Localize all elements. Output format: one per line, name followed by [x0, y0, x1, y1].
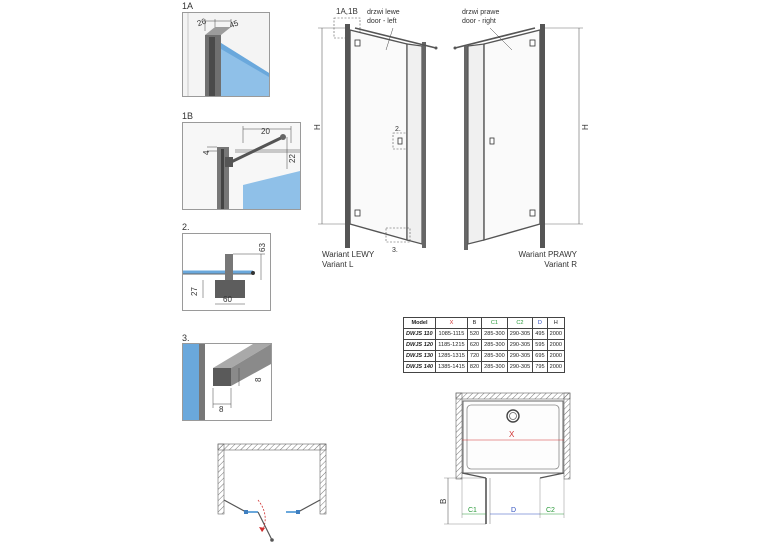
dim-45: 45 [228, 18, 240, 30]
detail-2: 63 27 60 [182, 233, 271, 311]
col-b: B [466, 317, 483, 329]
dim-d: D [511, 507, 516, 514]
detail-1a: 26 45 [182, 12, 270, 97]
detail-1b: 20 4 22 [182, 122, 301, 210]
col-model: Model [402, 317, 437, 329]
table-row: DWJS 120 1185-1215 620 285-300 290-305 5… [402, 339, 566, 351]
detail-2-drawing: 63 27 60 [183, 234, 270, 310]
table-row: DWJS 140 1385-1415 820 285-300 290-305 7… [402, 361, 566, 373]
callout-2: 2. [395, 126, 401, 133]
detail-1b-label: 1B [182, 111, 194, 121]
dim-63: 63 [258, 243, 267, 252]
col-h: H [546, 317, 566, 329]
table-row: DWJS 110 1085-1115 520 285-300 290-305 4… [402, 328, 566, 340]
detail-2-label: 2. [182, 222, 190, 232]
left-door-label-pl: drzwi lewe [367, 9, 400, 16]
dim-4: 4 [202, 150, 211, 155]
left-door-label-en: door - left [367, 18, 397, 25]
swing-plan-view [217, 443, 327, 542]
dim-x: X [509, 430, 515, 439]
table-row: DWJS 130 1285-1315 720 285-300 290-305 6… [402, 350, 566, 362]
col-c1: C1 [481, 317, 508, 329]
detail-1a-drawing: 26 45 [183, 13, 269, 96]
dim-8-height: 8 [254, 377, 263, 382]
callout-3: 3. [392, 247, 398, 254]
right-door-label-en: door - right [462, 18, 496, 25]
dim-c2: C2 [546, 507, 555, 514]
variant-left-en: Variant L [322, 260, 354, 269]
col-x: X [435, 317, 468, 329]
tray-plan-view [444, 392, 571, 525]
detail-3: 8 8 [182, 343, 272, 421]
dimensions-table: Model X B C1 C2 D H DWJS 110 1085-1115 5… [402, 317, 566, 373]
variant-right-pl: Wariant PRAWY [518, 250, 577, 259]
detail-1a-label: 1A [182, 1, 194, 11]
dim-26: 26 [196, 16, 208, 28]
right-door-elevation [453, 24, 583, 250]
callout-1a1b: 1A,1B [336, 7, 358, 16]
left-door-elevation [318, 17, 438, 248]
height-dim-right: H [581, 124, 590, 130]
detail-3-label: 3. [182, 333, 190, 343]
dim-8-width: 8 [219, 405, 224, 414]
variant-left-pl: Wariant LEWY [322, 250, 375, 259]
dim-22: 22 [288, 154, 297, 163]
height-dim-left: H [313, 124, 322, 130]
dim-27: 27 [190, 287, 199, 296]
detail-1b-drawing: 20 4 22 [183, 123, 300, 209]
right-door-label-pl: drzwi prawe [462, 9, 499, 16]
dim-c1: C1 [468, 507, 477, 514]
table-header-row: Model X B C1 C2 D H [402, 317, 566, 329]
variant-right-en: Variant R [544, 260, 577, 269]
detail-3-drawing: 8 8 [183, 344, 271, 420]
dim-20: 20 [261, 127, 270, 136]
col-d: D [532, 317, 548, 329]
col-c2: C2 [506, 317, 534, 329]
dim-b: B [439, 499, 448, 504]
dim-60: 60 [223, 295, 232, 304]
